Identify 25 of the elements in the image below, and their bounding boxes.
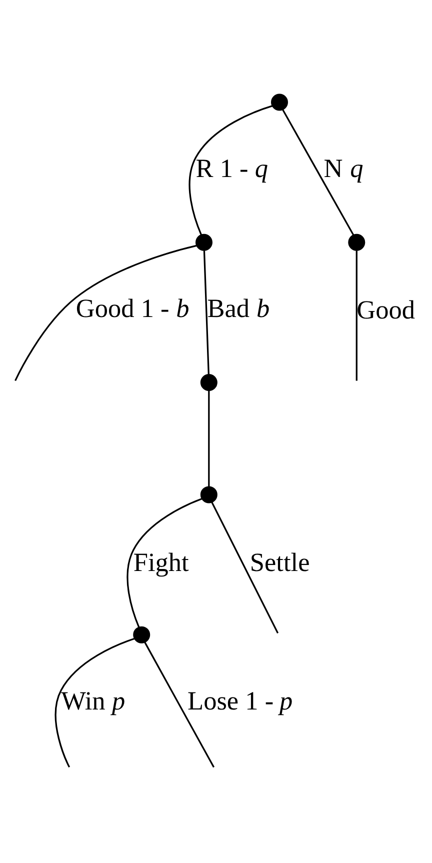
node-circle (271, 94, 288, 111)
connector (208, 390, 210, 487)
edge-label: Bad b (207, 294, 270, 324)
edge-label: Lose 1 - p (188, 686, 293, 716)
connector (14, 244, 198, 382)
edge-label: Good 1 - b (76, 294, 190, 324)
edge-label: Win p (61, 686, 126, 716)
node-circle (200, 486, 218, 504)
connector (356, 250, 358, 381)
edge-label: Fight (133, 548, 189, 577)
connector (203, 250, 210, 375)
connector (126, 498, 203, 628)
node-circle (133, 626, 150, 644)
connector (188, 105, 273, 236)
node-circle (348, 234, 366, 251)
edge-label: N q (324, 154, 364, 183)
edge-label: Good (356, 296, 415, 325)
edge-label: Settle (250, 548, 310, 577)
connector (282, 109, 354, 236)
edge-label: R 1 - q (196, 154, 268, 183)
connector (211, 502, 279, 634)
connector (54, 638, 135, 768)
connector (144, 642, 215, 768)
node-circle (195, 234, 212, 251)
node-circle (200, 374, 218, 391)
